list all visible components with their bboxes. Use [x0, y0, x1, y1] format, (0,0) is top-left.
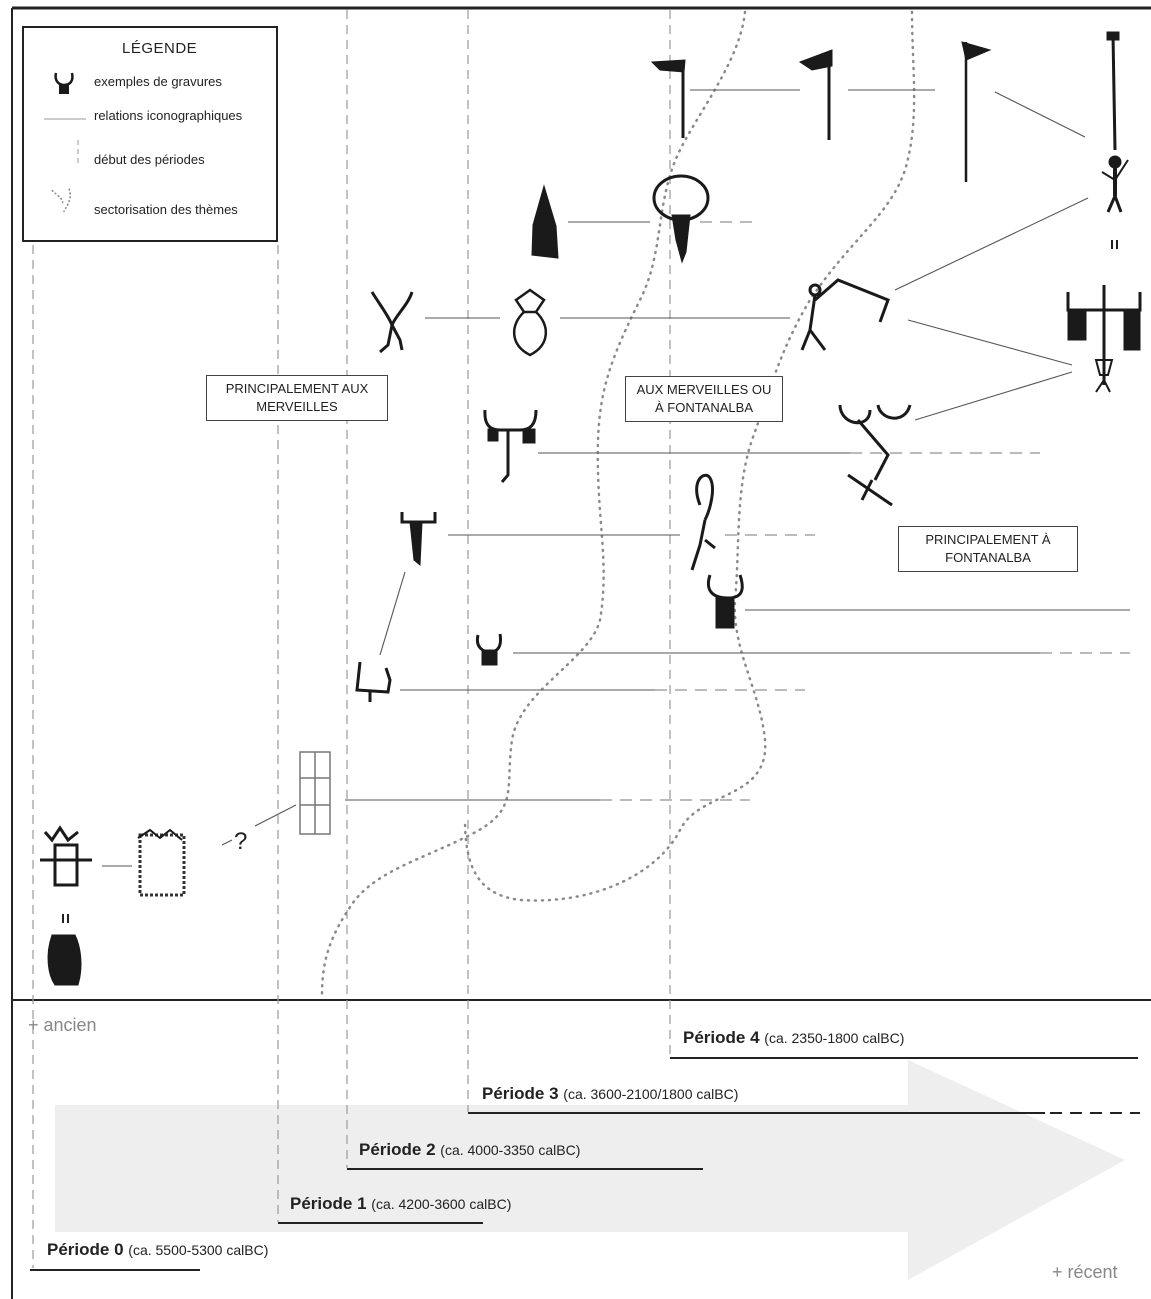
anthropomorph-icon — [40, 825, 92, 887]
period-4-name: Période 4 — [683, 1028, 760, 1047]
period-0-name: Période 0 — [47, 1240, 124, 1259]
engravings — [40, 31, 1142, 986]
period-1-name: Période 1 — [290, 1194, 367, 1213]
period-2-label: Période 2 (ca. 4000-3350 calBC) — [359, 1140, 580, 1160]
period-2-range: (ca. 4000-3350 calBC) — [440, 1142, 581, 1158]
horned-head-icon — [475, 633, 502, 666]
relation-line-icon — [44, 118, 86, 120]
relation-line — [914, 371, 1073, 421]
period-1-range: (ca. 4200-3600 calBC) — [371, 1196, 512, 1212]
halberd-icon — [650, 59, 686, 138]
relation-line — [254, 804, 297, 827]
anthropomorph-icon — [513, 288, 547, 357]
period-start-icon — [77, 140, 79, 166]
equivalence-mark: = — [1103, 239, 1124, 250]
halberd-icon — [798, 49, 833, 140]
sector-boundaries — [320, 10, 916, 997]
period-0-range: (ca. 5500-5300 calBC) — [128, 1242, 269, 1258]
zone-label-fontanalba: PRINCIPALEMENT À FONTANALBA — [898, 526, 1078, 572]
anthropomorph-icon — [483, 409, 538, 483]
halberd-icon — [1106, 31, 1120, 151]
relation-line — [994, 91, 1086, 138]
anthropomorph-icon — [690, 473, 716, 571]
period-3-label: Période 3 (ca. 3600-2100/1800 calBC) — [482, 1084, 738, 1104]
relation-line — [221, 839, 233, 846]
zone-label-merveilles: PRINCIPALEMENT AUX MERVEILLES — [206, 375, 388, 421]
horned-head-icon — [355, 661, 392, 702]
reticulate-icon — [137, 828, 186, 897]
period-start-lines — [32, 10, 671, 1268]
legend: LÉGENDE exemples de gravures relations i… — [22, 26, 278, 242]
plough-team-icon — [800, 278, 890, 351]
relation-line — [379, 571, 406, 656]
dagger-icon — [531, 184, 559, 259]
horned-head-icon — [706, 574, 744, 629]
sector-boundary-icon — [51, 188, 72, 213]
period-2-name: Période 2 — [359, 1140, 436, 1159]
horned-head-icon — [370, 291, 414, 354]
legend-item-engravings: exemples de gravures — [94, 74, 222, 89]
sector-boundary-left — [320, 10, 747, 997]
axis-label-recent: + récent — [1052, 1262, 1118, 1282]
period-0-label: Période 0 (ca. 5500-5300 calBC) — [47, 1240, 268, 1260]
period-4-range: (ca. 2350-1800 calBC) — [764, 1030, 905, 1046]
uncertain-relation-mark: ? — [234, 828, 248, 855]
period-4-label: Période 4 (ca. 2350-1800 calBC) — [683, 1028, 904, 1048]
period-3-range: (ca. 3600-2100/1800 calBC) — [563, 1086, 739, 1102]
relation-extensions — [600, 221, 1130, 801]
horned-head-icon — [400, 512, 437, 567]
plough-team-icon — [838, 404, 912, 507]
relation-line — [894, 197, 1089, 291]
reticulate-icon — [47, 934, 82, 986]
horned-head-icon — [1066, 285, 1142, 393]
legend-item-relations: relations iconographiques — [94, 108, 243, 123]
legend-item-sectors: sectorisation des thèmes — [94, 202, 238, 217]
legend-item-period-start: début des périodes — [94, 152, 205, 167]
axis-label-old: + ancien — [28, 1015, 97, 1035]
equivalence-mark: = — [54, 913, 75, 924]
axe-icon — [652, 174, 710, 264]
period-1-label: Période 1 (ca. 4200-3600 calBC) — [290, 1194, 511, 1214]
relation-line — [907, 319, 1073, 366]
reticulate-icon — [299, 751, 331, 835]
anthropomorph-icon — [1101, 155, 1129, 213]
relation-lines — [102, 89, 1130, 867]
legend-title: LÉGENDE — [122, 40, 198, 57]
sector-boundary-right — [463, 10, 916, 902]
engraving-example-icon — [54, 72, 74, 94]
period-bars — [30, 1057, 1138, 1271]
zone-label-both: AUX MERVEILLES OU À FONTANALBA — [625, 376, 783, 422]
halberd-icon — [961, 41, 992, 182]
period-3-name: Période 3 — [482, 1084, 559, 1103]
